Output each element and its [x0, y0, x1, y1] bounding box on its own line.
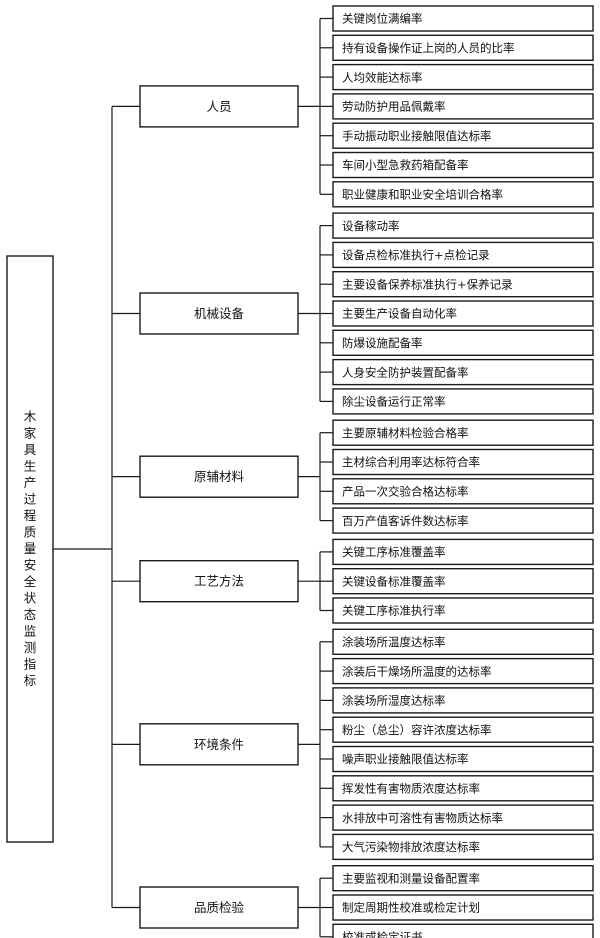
root-label: 木家具生产过程质量安全状态监测指标	[24, 409, 37, 688]
indicator-label: 关键岗位满编率	[342, 12, 423, 26]
indicator-label: 防爆设施配备率	[342, 336, 423, 350]
indicator-label: 关键工序标准覆盖率	[342, 545, 446, 559]
indicator-label: 人身安全防护装置配备率	[342, 365, 469, 379]
indicator-label: 主要设备保养标准执行+保养记录	[342, 277, 513, 291]
indicator-node: 车间小型急救药箱配备率	[332, 151, 594, 179]
indicator-node: 设备点检标准执行+点检记录	[332, 241, 594, 269]
indicator-node: 关键工序标准覆盖率	[332, 538, 594, 566]
indicator-label: 关键设备标准覆盖率	[342, 574, 446, 588]
indicator-label: 百万产值客诉件数达标率	[342, 514, 469, 528]
indicator-label: 职业健康和职业安全培训合格率	[342, 188, 503, 202]
indicator-node: 主要原辅材料检验合格率	[332, 419, 594, 446]
indicator-label: 除尘设备运行正常率	[342, 395, 446, 409]
category-node: 原辅材料	[139, 455, 299, 498]
category-node: 工艺方法	[139, 560, 299, 603]
indicator-label: 粉尘（总尘）容许浓度达标率	[342, 723, 492, 737]
indicator-node: 主要监视和测量设备配置率	[332, 865, 594, 892]
indicator-label: 水排放中可溶性有害物质达标率	[342, 811, 503, 825]
indicator-node: 设备稼动率	[332, 212, 594, 239]
indicator-node: 大气污染物排放浓度达标率	[332, 833, 594, 861]
connector-lines	[53, 17, 333, 938]
indicator-node: 主要设备保养标准执行+保养记录	[332, 271, 594, 298]
indicator-label: 产品一次交验合格达标率	[342, 485, 469, 499]
indicator-node: 校准或检定证书	[332, 923, 594, 938]
indicator-node: 产品一次交验合格达标率	[332, 478, 594, 505]
category-label: 环境条件	[194, 737, 244, 752]
indicator-label: 持有设备操作证上岗的人员的比率	[342, 41, 515, 55]
indicator-node: 涂装场所温度达标率	[332, 628, 594, 655]
indicator-label: 制定周期性校准或检定计划	[342, 901, 480, 915]
indicator-node: 挥发性有害物质浓度达标率	[332, 775, 594, 802]
indicator-node: 涂装后干燥场所温度的达标率	[332, 657, 594, 685]
indicator-node: 涂装场所湿度达标率	[332, 687, 594, 714]
indicator-node: 主要生产设备自动化率	[332, 300, 594, 327]
indicator-label: 涂装场所温度达标率	[342, 635, 446, 649]
category-node: 品质检验	[139, 886, 299, 929]
indicator-node: 防爆设施配备率	[332, 329, 594, 356]
indicator-label: 校准或检定证书	[342, 930, 423, 938]
category-label: 原辅材料	[194, 469, 245, 484]
indicator-node: 粉尘（总尘）容许浓度达标率	[332, 716, 594, 743]
indicator-node: 百万产值客诉件数达标率	[332, 507, 594, 534]
indicator-label: 主材综合利用率达标符合率	[342, 455, 480, 469]
category-label: 机械设备	[194, 306, 245, 321]
indicator-label: 涂装后干燥场所温度的达标率	[342, 664, 492, 678]
category-label: 工艺方法	[194, 574, 244, 589]
category-node: 机械设备	[139, 292, 299, 335]
indicator-label: 大气污染物排放浓度达标率	[342, 840, 480, 854]
indicator-label: 关键工序标准执行率	[342, 604, 446, 618]
root-node: 木家具生产过程质量安全状态监测指标	[6, 255, 54, 843]
indicator-node: 除尘设备运行正常率	[332, 388, 594, 415]
indicator-label: 噪声职业接触限值达标率	[342, 752, 469, 766]
indicator-nodes: 关键岗位满编率持有设备操作证上岗的人员的比率人均效能达标率劳动防护用品佩戴率手动…	[332, 5, 594, 938]
category-node: 环境条件	[139, 723, 299, 766]
indicator-node: 职业健康和职业安全培训合格率	[332, 181, 594, 208]
indicator-label: 主要生产设备自动化率	[342, 307, 457, 321]
indicator-node: 关键工序标准执行率	[332, 597, 594, 624]
indicator-label: 挥发性有害物质浓度达标率	[342, 782, 480, 796]
indicator-label: 设备点检标准执行+点检记录	[342, 248, 490, 262]
indicator-node: 手动振动职业接触限值达标率	[332, 122, 594, 149]
category-label: 品质检验	[194, 900, 245, 915]
indicator-node: 关键岗位满编率	[332, 5, 594, 32]
indicator-node: 持有设备操作证上岗的人员的比率	[332, 34, 594, 61]
indicator-node: 噪声职业接触限值达标率	[332, 745, 594, 773]
indicator-node: 主材综合利用率达标符合率	[332, 448, 594, 476]
indicator-node: 制定周期性校准或检定计划	[332, 894, 594, 921]
indicator-node: 关键设备标准覆盖率	[332, 568, 594, 595]
indicator-node: 水排放中可溶性有害物质达标率	[332, 804, 594, 831]
indicator-label: 设备稼动率	[342, 219, 400, 233]
indicator-node: 人均效能达标率	[332, 63, 594, 91]
indicator-node: 人身安全防护装置配备率	[332, 358, 594, 386]
indicator-node: 劳动防护用品佩戴率	[332, 93, 594, 120]
indicator-label: 手动振动职业接触限值达标率	[342, 129, 492, 143]
indicator-label: 劳动防护用品佩戴率	[342, 100, 446, 114]
category-label: 人员	[206, 99, 231, 114]
category-node: 人员	[139, 85, 299, 128]
indicator-label: 涂装场所湿度达标率	[342, 694, 446, 708]
indicator-label: 主要原辅材料检验合格率	[342, 426, 469, 440]
indicator-label: 车间小型急救药箱配备率	[342, 158, 469, 172]
indicator-label: 主要监视和测量设备配置率	[342, 871, 480, 885]
indicator-label: 人均效能达标率	[342, 70, 423, 84]
